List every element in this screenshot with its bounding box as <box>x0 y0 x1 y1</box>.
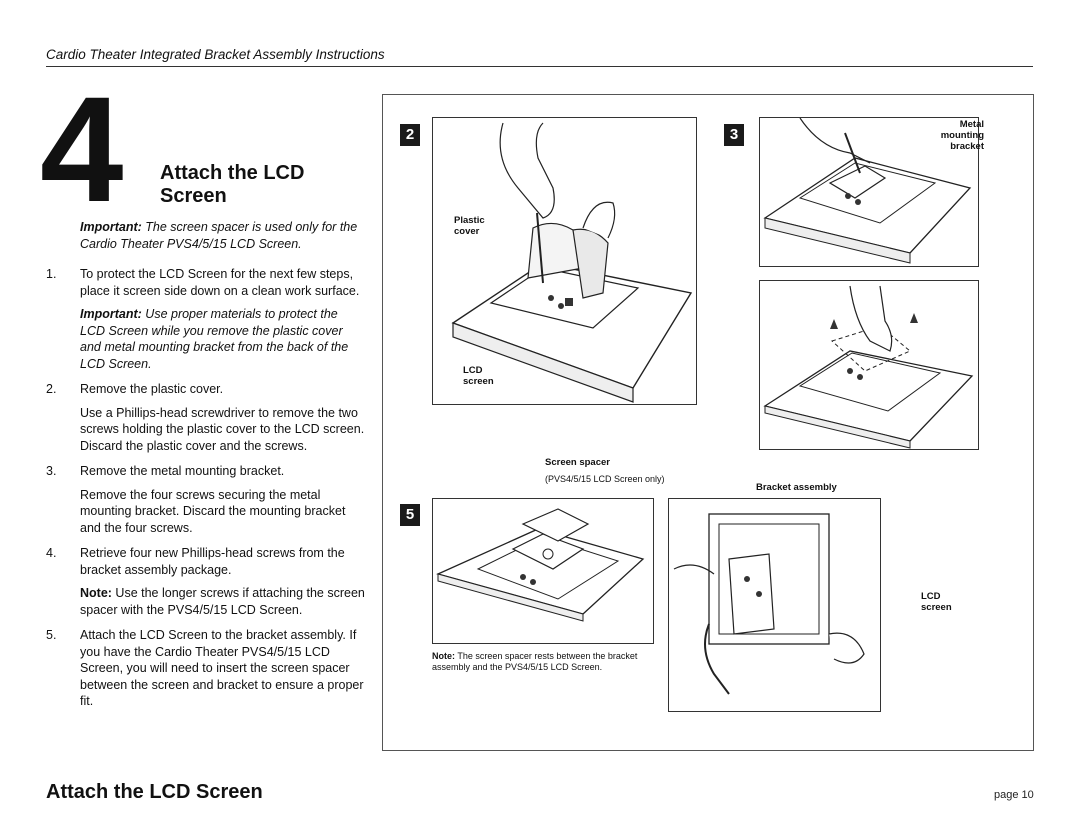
step-1: 1. To protect the LCD Screen for the nex… <box>46 266 366 372</box>
step-4: 4. Retrieve four new Phillips-head screw… <box>46 545 366 618</box>
step-text: To protect the LCD Screen for the next f… <box>80 267 360 298</box>
figure-3a-illustration <box>759 117 979 267</box>
step-important-label: Important: <box>80 307 142 321</box>
section-title-line2: Screen <box>160 185 227 207</box>
footer-section-title: Attach the LCD Screen <box>46 781 263 803</box>
step-number: 3. <box>46 464 57 478</box>
step-important: Important: Use proper materials to prote… <box>80 306 366 372</box>
figure-2-illustration <box>432 117 697 405</box>
step-text: Attach the LCD Screen to the bracket ass… <box>80 628 364 708</box>
figure-badge-3: 3 <box>724 124 744 146</box>
step-2: 2. Remove the plastic cover. Use a Phill… <box>46 381 366 454</box>
figure-note-label: Note: <box>432 651 455 661</box>
bracket-removal-drawing <box>763 285 974 449</box>
figure-5-note: Note: The screen spacer rests between th… <box>432 651 647 673</box>
step-detail: Use a Phillips-head screwdriver to remov… <box>80 405 365 453</box>
figure-badge-5: 5 <box>400 504 420 526</box>
important-text: The screen spacer is used only for the C… <box>80 220 358 251</box>
step-number: 5. <box>46 628 57 642</box>
step-number: 4. <box>46 546 57 560</box>
figures-box <box>382 94 1034 751</box>
step-number: 1. <box>46 267 57 281</box>
step-detail: Remove the four screws securing the meta… <box>80 487 346 535</box>
callout-screen-spacer: Screen spacer <box>545 457 610 468</box>
callout-metal-mounting-bracket: Metal mounting bracket <box>940 119 984 152</box>
figure-3b-illustration <box>759 280 979 450</box>
plastic-cover-removal-drawing <box>451 122 693 403</box>
document-header-title: Cardio Theater Integrated Bracket Assemb… <box>46 47 385 62</box>
step-5: 5. Attach the LCD Screen to the bracket … <box>46 627 366 710</box>
important-label: Important: <box>80 220 142 234</box>
screen-spacer-drawing <box>436 508 645 622</box>
figure-5b-illustration <box>668 498 881 712</box>
important-note: Important: The screen spacer is used onl… <box>80 219 365 253</box>
step-text: Remove the metal mounting bracket. <box>80 464 285 478</box>
callout-lcd-screen-5: LCD screen <box>921 591 952 613</box>
figure-note-text: The screen spacer rests between the brac… <box>432 651 638 672</box>
step-note-text: Use the longer screws if attaching the s… <box>80 586 365 617</box>
step-text: Retrieve four new Phillips-head screws f… <box>80 546 345 577</box>
step-text: Remove the plastic cover. <box>80 382 224 396</box>
step-number: 2. <box>46 382 57 396</box>
bracket-screws-drawing <box>763 118 972 264</box>
section-number: 4 <box>40 65 123 233</box>
section-title: Attach the LCD Screen <box>160 162 360 208</box>
step-note-label: Note: <box>80 586 112 600</box>
figure-5a-illustration <box>432 498 654 644</box>
figure-badge-2: 2 <box>400 124 420 146</box>
step-3: 3. Remove the metal mounting bracket. Re… <box>46 463 366 536</box>
section-title-line1: Attach the LCD <box>160 162 305 184</box>
instruction-steps: 1. To protect the LCD Screen for the nex… <box>46 266 366 719</box>
callout-plastic-cover: Plastic cover <box>454 215 485 237</box>
step-important-text: Use proper materials to protect the LCD … <box>80 307 349 371</box>
header-divider <box>46 66 1033 67</box>
bracket-assembly-drawing <box>673 513 865 695</box>
callout-lcd-screen: LCD screen <box>463 365 494 387</box>
page-number: page 10 <box>994 789 1034 801</box>
step-note: Note: Use the longer screws if attaching… <box>80 585 366 618</box>
callout-screen-spacer-note: (PVS4/5/15 LCD Screen only) <box>545 474 665 484</box>
callout-bracket-assembly: Bracket assembly <box>756 482 837 493</box>
